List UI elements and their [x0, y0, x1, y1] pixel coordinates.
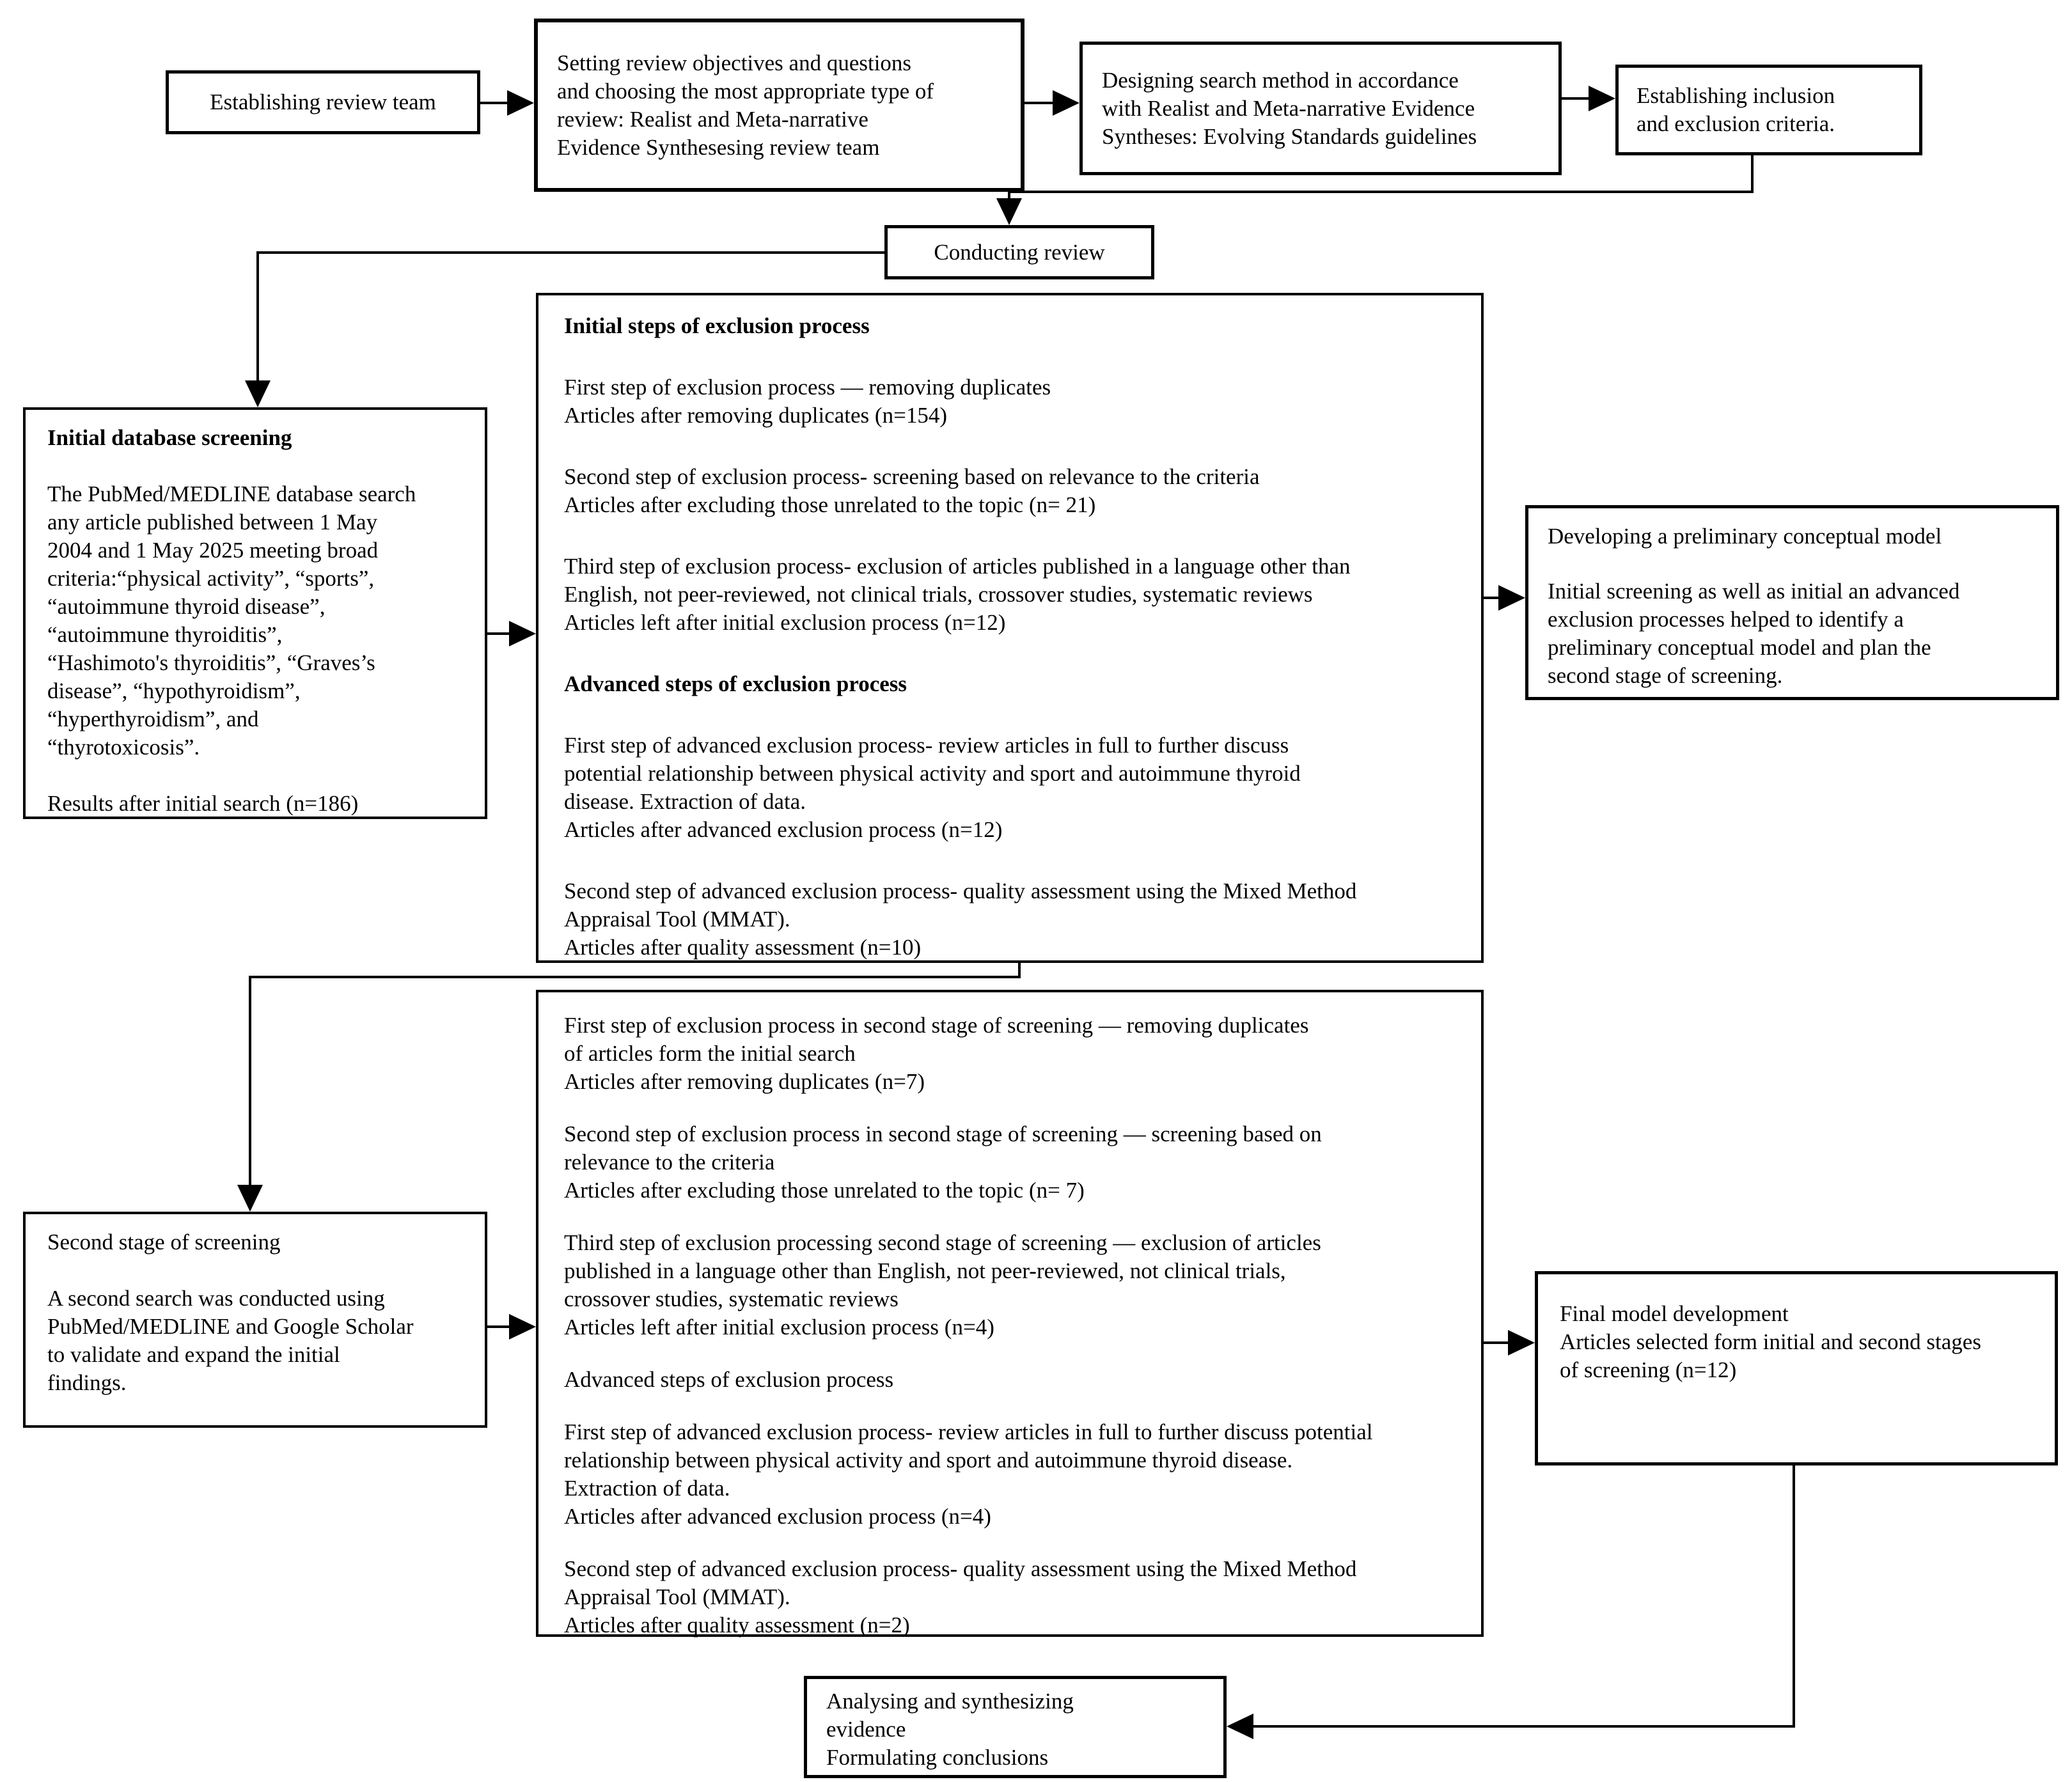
initial-exclusion-step-3: Third step of exclusion process- exclusi… — [564, 554, 1351, 635]
box-second-stage-exclusion-steps: First step of exclusion process in secon… — [536, 990, 1484, 1637]
arrow-second-stage-to-second-steps — [487, 1314, 536, 1340]
box-preliminary-conceptual-model: Developing a preliminary conceptual mode… — [1525, 505, 2059, 700]
advanced-steps-subtitle: Advanced steps of exclusion process — [564, 671, 907, 696]
box-analysing-synthesizing: Analysing and synthesizing evidence Form… — [804, 1676, 1227, 1778]
second-stage-advanced-step-1: First step of advanced exclusion process… — [564, 1419, 1373, 1529]
box-conducting-review: Conducting review — [884, 225, 1154, 279]
second-stage-screening-body: A second search was conducted using PubM… — [47, 1286, 414, 1395]
setting-review-objectives-label: Setting review objectives and questions … — [557, 51, 934, 160]
conducting-review-label: Conducting review — [934, 239, 1105, 265]
preliminary-model-body: Initial screening as well as initial an … — [1548, 579, 1960, 688]
box-final-model-development: Final model development Articles selecte… — [1535, 1271, 2058, 1465]
arrow-designing-to-criteria — [1562, 86, 1615, 111]
box-initial-steps-exclusion: Initial steps of exclusion process First… — [536, 293, 1484, 963]
advanced-exclusion-step-2: Second step of advanced exclusion proces… — [564, 879, 1357, 960]
preliminary-model-title: Developing a preliminary conceptual mode… — [1548, 524, 1942, 549]
initial-exclusion-step-2: Second step of exclusion process- screen… — [564, 464, 1260, 517]
inclusion-exclusion-criteria-label: Establishing inclusion and exclusion cri… — [1636, 83, 1835, 136]
establishing-review-team-label: Establishing review team — [210, 90, 436, 114]
second-stage-exclusion-step-3: Third step of exclusion processing secon… — [564, 1230, 1321, 1340]
initial-database-screening-title: Initial database screening — [47, 425, 292, 450]
arrow-team-to-objectives — [480, 90, 534, 116]
advanced-exclusion-step-1: First step of advanced exclusion process… — [564, 733, 1301, 842]
arrow-initial-steps-to-preliminary — [1484, 585, 1525, 611]
arrow-initial-db-to-initial-steps — [487, 621, 536, 646]
arrow-second-steps-to-final — [1484, 1330, 1535, 1356]
second-stage-advanced-subtitle: Advanced steps of exclusion process — [564, 1367, 894, 1392]
designing-search-method-label: Designing search method in accordance wi… — [1102, 68, 1477, 149]
analysing-synthesizing-label: Analysing and synthesizing evidence Form… — [826, 1689, 1074, 1770]
box-initial-database-screening: Initial database screening The PubMed/ME… — [23, 407, 487, 819]
box-setting-review-objectives: Setting review objectives and questions … — [534, 19, 1024, 192]
arrow-objectives-to-designing — [1024, 90, 1079, 116]
box-establishing-review-team: Establishing review team — [166, 70, 480, 134]
initial-steps-title: Initial steps of exclusion process — [564, 313, 870, 338]
final-model-body: Articles selected form initial and secon… — [1560, 1329, 1981, 1382]
initial-search-results-count: Results after initial search (n=186) — [47, 791, 359, 816]
box-designing-search-method: Designing search method in accordance wi… — [1079, 42, 1562, 175]
box-inclusion-exclusion-criteria: Establishing inclusion and exclusion cri… — [1615, 65, 1922, 155]
second-stage-exclusion-step-1: First step of exclusion process in secon… — [564, 1013, 1309, 1094]
second-stage-screening-title: Second stage of screening — [47, 1230, 281, 1254]
second-stage-exclusion-step-2: Second step of exclusion process in seco… — [564, 1122, 1322, 1203]
box-second-stage-screening: Second stage of screening A second searc… — [23, 1212, 487, 1428]
initial-exclusion-step-1: First step of exclusion process — removi… — [564, 375, 1051, 428]
second-stage-advanced-step-2: Second step of advanced exclusion proces… — [564, 1556, 1357, 1637]
final-model-title: Final model development — [1560, 1301, 1789, 1326]
initial-database-screening-body: The PubMed/MEDLINE database search any a… — [47, 481, 416, 760]
